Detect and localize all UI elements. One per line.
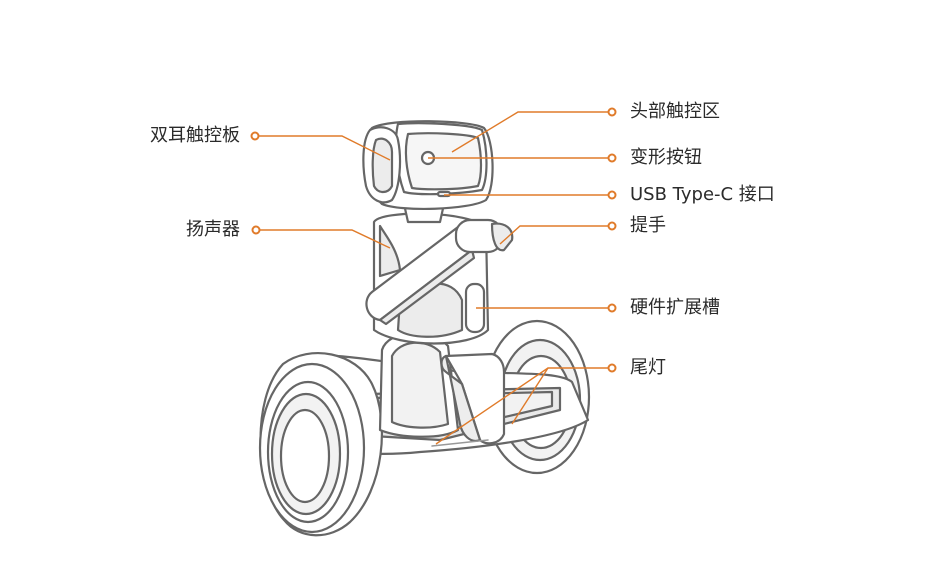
leader-ear-touchpads: [255, 135, 391, 161]
dot-head-touch: [607, 107, 617, 117]
label-speaker: 扬声器: [186, 219, 240, 240]
torso-base: [378, 331, 460, 438]
front-leg: [440, 352, 506, 445]
arm: [365, 218, 514, 326]
label-handle: 提手: [630, 215, 666, 236]
head: [362, 120, 494, 210]
label-hardware-slot: 硬件扩展槽: [630, 297, 720, 318]
dot-transform-button: [607, 153, 617, 163]
callout-leaders: [255, 111, 612, 445]
leader-speaker: [256, 229, 391, 249]
label-transform-button: 变形按钮: [630, 147, 702, 168]
dot-tail-light: [607, 363, 617, 373]
leader-handle: [499, 225, 612, 245]
dot-speaker: [251, 225, 261, 235]
tail-light-strip: [431, 439, 489, 447]
dot-handle: [607, 221, 617, 231]
leader-head-touch: [451, 111, 612, 153]
robot-illustration: [258, 120, 591, 537]
callout-dots: [250, 107, 617, 373]
label-head-touch-area: 头部触控区: [630, 101, 720, 122]
dot-usb-port: [607, 190, 617, 200]
label-usb-port: USB Type-C 接口: [630, 184, 775, 205]
label-tail-light: 尾灯: [630, 357, 666, 378]
dot-ear-touchpads: [250, 131, 260, 141]
dot-hardware-slot: [607, 303, 617, 313]
label-ear-touchpads: 双耳触控板: [150, 125, 240, 146]
leader-tail-light-b: [511, 367, 549, 425]
left-wheel: [258, 351, 383, 537]
